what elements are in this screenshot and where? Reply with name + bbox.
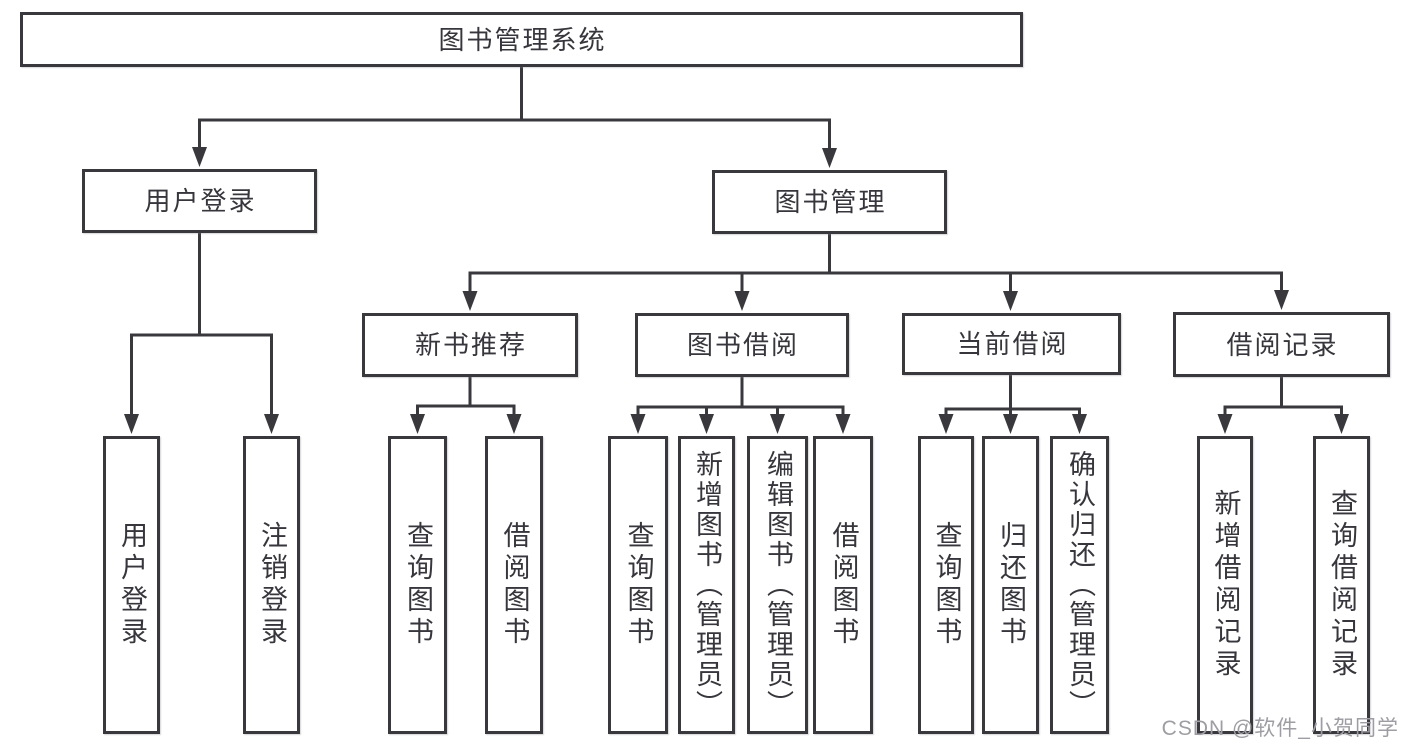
leaf-record-query-label: 查询借阅记录: [1327, 489, 1357, 681]
leaf-current-return-books-label: 归还图书: [996, 521, 1026, 649]
leaf-newbook-borrow-books-label: 借阅图书: [499, 521, 530, 649]
node-book-management: 图书管理: [712, 170, 947, 234]
leaf-borrow-query-books: 查询图书: [608, 436, 668, 734]
leaf-current-query-books: 查询图书: [918, 436, 974, 734]
leaf-record-query: 查询借阅记录: [1313, 436, 1370, 734]
leaf-current-query-books-label: 查询图书: [931, 521, 962, 649]
leaf-borrow-edit-books-admin: 编辑图书（管理员）: [747, 436, 808, 734]
node-borrow-records-label: 借阅记录: [1226, 329, 1339, 360]
node-root-label: 图书管理系统: [438, 24, 607, 55]
leaf-current-confirm-return-admin: 确认归还（管理员）: [1050, 436, 1109, 734]
node-borrow-records: 借阅记录: [1173, 312, 1390, 377]
leaf-borrow-edit-books-admin-label: 编辑图书（管理员）: [763, 450, 793, 720]
leaf-newbook-query-books: 查询图书: [388, 436, 447, 734]
leaf-logout: 注销登录: [243, 436, 300, 734]
leaf-user-login-label: 用户登录: [117, 521, 147, 649]
node-book-borrow-label: 图书借阅: [686, 330, 799, 360]
leaf-borrow-borrow-books-label: 借阅图书: [828, 521, 859, 649]
leaf-borrow-add-books-admin-label: 新增图书（管理员）: [692, 450, 722, 720]
leaf-newbook-borrow-books: 借阅图书: [485, 436, 543, 734]
leaf-borrow-borrow-books: 借阅图书: [813, 436, 873, 734]
node-current-borrow: 当前借阅: [902, 313, 1121, 375]
node-current-borrow-label: 当前借阅: [956, 329, 1069, 359]
node-book-borrow: 图书借阅: [635, 313, 849, 377]
leaf-user-login: 用户登录: [103, 436, 160, 734]
leaf-current-return-books: 归还图书: [982, 436, 1039, 734]
leaf-borrow-add-books-admin: 新增图书（管理员）: [678, 436, 735, 734]
node-book-management-label: 图书管理: [774, 187, 887, 217]
node-root-system: 图书管理系统: [20, 12, 1023, 67]
leaf-current-confirm-return-admin-label: 确认归还（管理员）: [1065, 450, 1095, 720]
node-new-book-recommend-label: 新书推荐: [414, 330, 527, 360]
node-new-book-recommend: 新书推荐: [362, 313, 578, 377]
leaf-logout-label: 注销登录: [257, 521, 287, 649]
node-user-login-label: 用户登录: [144, 186, 257, 216]
leaf-record-add: 新增借阅记录: [1197, 436, 1253, 734]
leaf-record-add-label: 新增借阅记录: [1210, 489, 1241, 681]
leaf-newbook-query-books-label: 查询图书: [403, 521, 433, 649]
node-user-login: 用户登录: [82, 169, 317, 233]
leaf-borrow-query-books-label: 查询图书: [623, 521, 654, 649]
csdn-watermark: CSDN @软件_小贺同学: [1161, 717, 1399, 740]
